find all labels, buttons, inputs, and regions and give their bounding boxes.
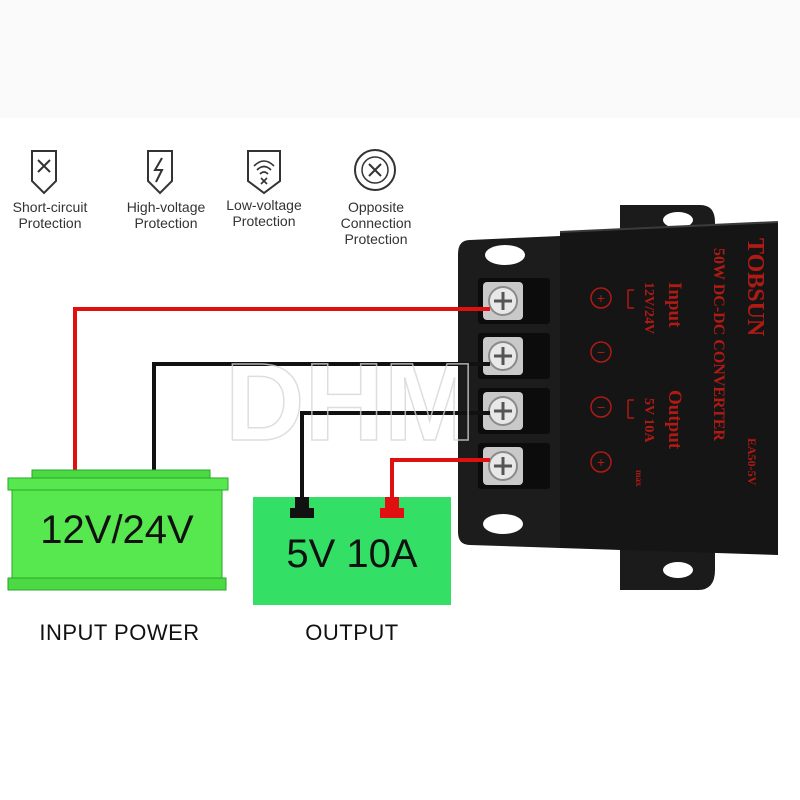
body-edge [559,221,779,233]
output-positive-wire [390,458,490,498]
battery-lid [7,477,229,491]
device-output-rating: 5V 10A [641,398,656,443]
high-voltage-icon [147,150,173,195]
mount-hole-top [663,212,693,228]
battery-body [11,489,223,579]
load-positive-terminal [380,508,404,518]
load-negative-post [295,497,309,511]
input-negative-wire [152,362,490,478]
feature-short-circuit: Short-circuit Protection [0,199,100,231]
polarity-sign-2: − [590,341,612,363]
device-product-name: 50W DC-DC CONVERTER [710,248,727,441]
feature-label: Low-voltage Protection [226,197,302,229]
feature-label: High-voltage Protection [126,199,206,231]
battery-base [7,577,227,591]
polarity-sign-3: − [590,396,612,418]
load-body [253,497,451,605]
svg-text:−: − [597,399,605,415]
low-voltage-icon [247,150,281,195]
load-positive-post [385,497,399,511]
watermark: DHM [225,341,476,464]
polarity-sign-4: + [590,451,612,473]
short-circuit-icon [31,150,57,195]
device-brand: TOBSUN [742,238,768,337]
opposite-connection-icon [354,149,396,191]
mount-hole-bottom [663,562,693,578]
svg-text:−: − [597,344,605,360]
top-band [0,0,800,118]
housing-hole-bottom [483,514,523,534]
terminal-screw-2 [483,337,523,375]
housing-hole-top [485,245,525,265]
device-model: EA50-5V [745,438,759,486]
device-input-label: Input [664,282,685,328]
load-negative-terminal [290,508,314,518]
device-input-voltage: 12V/24V [641,282,656,334]
output-caption: OUTPUT [305,620,399,645]
feature-label: Short-circuit Protection [12,199,88,231]
terminal-screw-1 [483,282,523,320]
output-negative-wire [300,411,490,498]
output-rating-label: 5V 10A [286,532,418,576]
svg-text:+: + [597,454,605,470]
terminal-screw-4 [483,447,523,485]
feature-opposite-connection: Opposite Connection Protection [326,199,426,247]
feature-high-voltage: High-voltage Protection [116,199,216,231]
input-positive-wire [73,307,490,478]
polarity-sign-1: + [590,287,612,309]
wires [73,307,490,498]
input-power-caption: INPUT POWER [39,620,200,645]
converter-device: + − − + 12V/24V Input 5V 10A max Output … [458,205,779,590]
output-load [253,497,451,605]
device-output-max: max [634,470,644,487]
device-body [560,222,778,555]
input-battery [7,469,229,591]
input-bracket [627,289,634,309]
svg-text:+: + [597,290,605,306]
device-output-label: Output [664,390,685,450]
input-voltage-label: 12V/24V [40,508,194,552]
feature-low-voltage: Low-voltage Protection [214,197,314,229]
feature-label: Opposite Connection Protection [340,199,412,247]
output-bracket [627,399,634,419]
